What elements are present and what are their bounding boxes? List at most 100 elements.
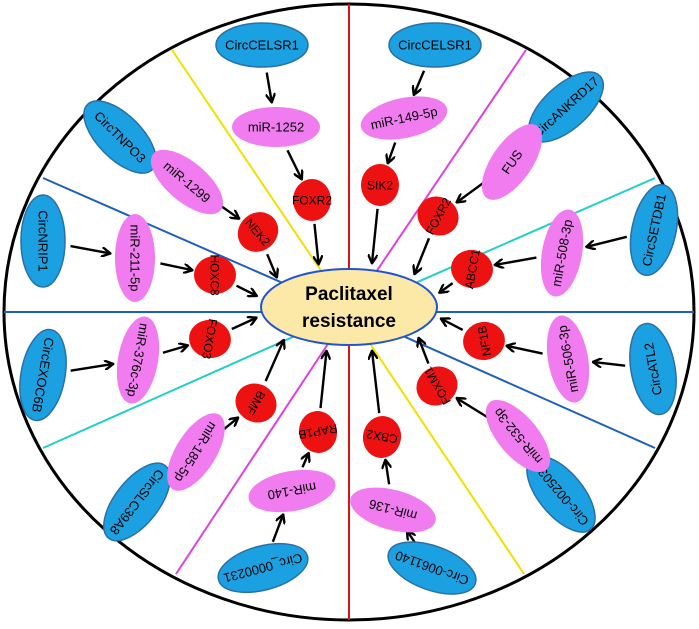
target-ellipse [189, 319, 231, 359]
target-label: ABCC1 [462, 248, 483, 290]
target-ellipse [194, 256, 236, 294]
arrow-mirna-to-target [286, 149, 301, 178]
target-node: NF1B [463, 321, 505, 361]
target-node: FOXR2 [417, 195, 459, 237]
center-label-line2: resistance [302, 311, 396, 332]
arrow-mirna-to-target [507, 346, 543, 355]
target-ellipse [237, 212, 279, 252]
circ-ellipse [20, 194, 66, 288]
mirna-ellipse [350, 487, 436, 533]
target-ellipse [235, 383, 277, 423]
target-ellipse [361, 164, 399, 206]
target-ellipse [463, 321, 505, 361]
target-node: FOXM1 [416, 364, 458, 407]
arrow-target-to-center [442, 319, 464, 332]
arrow-target-to-center [372, 352, 381, 414]
mirna-node: miR-149-5p [360, 96, 448, 140]
mirna-ellipse [150, 149, 224, 215]
arrow-target-to-center [314, 223, 318, 263]
target-label: FOXR2 [292, 194, 332, 208]
arrow-mirna-to-target [388, 142, 397, 162]
circ-ellipse [217, 542, 309, 594]
circ-ellipse [215, 22, 309, 68]
circ-label: CircCELSR1 [225, 38, 299, 53]
mirna-ellipse [115, 214, 155, 302]
target-label: NF1B [475, 325, 494, 358]
target-label: SIK2 [367, 179, 393, 193]
arrow-target-to-center [235, 284, 255, 296]
arrow-circ-to-mirna [267, 72, 272, 102]
divider-yellow-lower [348, 311, 525, 575]
mirna-ellipse [485, 399, 551, 473]
circ-ellipse [19, 328, 67, 422]
target-ellipse [416, 366, 458, 406]
target-node: BMF [235, 383, 277, 423]
mirna-ellipse [360, 96, 448, 140]
mirna-ellipse [546, 315, 590, 403]
mirna-ellipse [167, 413, 225, 491]
mirna-node: FUS [481, 124, 543, 200]
target-node: FOXR2 [292, 179, 332, 221]
arrow-target-to-center [319, 352, 327, 409]
circ-node: CircEXOC6B [19, 328, 67, 422]
target-ellipse [293, 179, 331, 221]
circ-label: CircCELSR1 [398, 38, 472, 53]
circ-ellipse [387, 541, 477, 595]
target-label: RAP1B [297, 421, 338, 442]
arrow-target-to-center [419, 339, 430, 365]
arrow-circ-to-mirna [70, 364, 113, 372]
arrow-circ-to-mirna [594, 362, 626, 366]
target-ellipse [298, 411, 338, 453]
mirna-label: miR-1252 [248, 120, 304, 135]
circ-ellipse [103, 462, 171, 542]
mirna-ellipse [232, 107, 320, 147]
circ-node: CircATL2 [629, 322, 677, 416]
target-label: HOXC8 [208, 254, 222, 296]
target-label: CBX2 [365, 427, 399, 446]
mirna-ellipse [481, 124, 543, 200]
target-node: FOXO3 [189, 318, 231, 360]
circ-ellipse [83, 100, 157, 174]
divider-magenta-lower [175, 311, 350, 575]
circ-ellipse [629, 184, 679, 276]
target-node: HOXC8 [194, 254, 236, 296]
circ-node: CircCELSR1 [388, 22, 482, 68]
arrow-target-to-center [415, 237, 431, 273]
circ-label: CircNRIP1 [36, 210, 51, 271]
arrow-target-to-center [264, 341, 284, 382]
mirna-node: miR-136 [350, 487, 436, 533]
arrow-mirna-to-target [160, 262, 191, 270]
center-ellipse [260, 268, 438, 346]
divider-yellow-upper [171, 49, 350, 313]
arrow-mirna-to-target [302, 454, 308, 468]
mirna-node: miR-508-3p [540, 209, 584, 297]
arrow-target-to-center [372, 208, 379, 262]
target-node: NEK2 [237, 212, 279, 252]
target-node: CBX2 [362, 416, 402, 458]
circ-node: Circ_0000231 [217, 542, 309, 594]
center-node: Paclitaxel resistance [260, 268, 438, 346]
circ-ellipse [388, 22, 482, 68]
arrow-circ-to-mirna [414, 70, 426, 94]
arrow-mirna-to-target [496, 256, 537, 265]
circ-node: CircNRIP1 [20, 194, 66, 288]
target-ellipse [417, 196, 459, 236]
arrow-circ-to-mirna [271, 515, 283, 543]
target-node: RAP1B [297, 411, 339, 453]
mirna-node: miR-376c-3p [116, 316, 160, 404]
arrow-mirna-to-target [386, 461, 390, 485]
circ-node: CircSETDB1 [629, 184, 679, 276]
arrow-circ-to-mirna [587, 235, 628, 247]
target-ellipse [362, 416, 402, 458]
mirna-node: miR-1252 [232, 107, 320, 147]
mirna-ellipse [540, 209, 584, 297]
target-ellipse [451, 249, 493, 289]
circ-node: CircCELSR1 [215, 22, 309, 68]
mirna-node: miR-506-3p [546, 315, 590, 403]
circ-ellipse [629, 322, 677, 416]
mirna-node: miR-140 [248, 469, 336, 513]
arrow-target-to-center [266, 253, 276, 276]
divider-magenta-upper [348, 49, 527, 313]
